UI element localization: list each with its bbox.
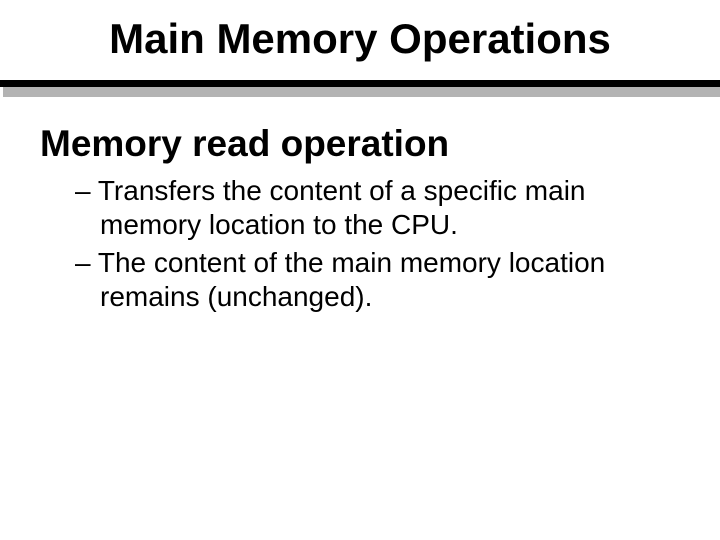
bullet-text: Transfers the content of a specific main… [97,175,586,240]
list-item: – The content of the main memory locatio… [75,246,625,314]
list-item: – Transfers the content of a specific ma… [75,174,625,242]
bullet-list: – Transfers the content of a specific ma… [75,174,625,314]
slide-title: Main Memory Operations [109,15,611,62]
bullet-dash: – [75,247,91,278]
title-divider-shadow [3,87,720,97]
bullet-dash: – [75,175,91,206]
bullet-text: The content of the main memory location … [97,247,606,312]
section-heading: Memory read operation [40,123,450,164]
title-divider-rule [0,80,720,87]
